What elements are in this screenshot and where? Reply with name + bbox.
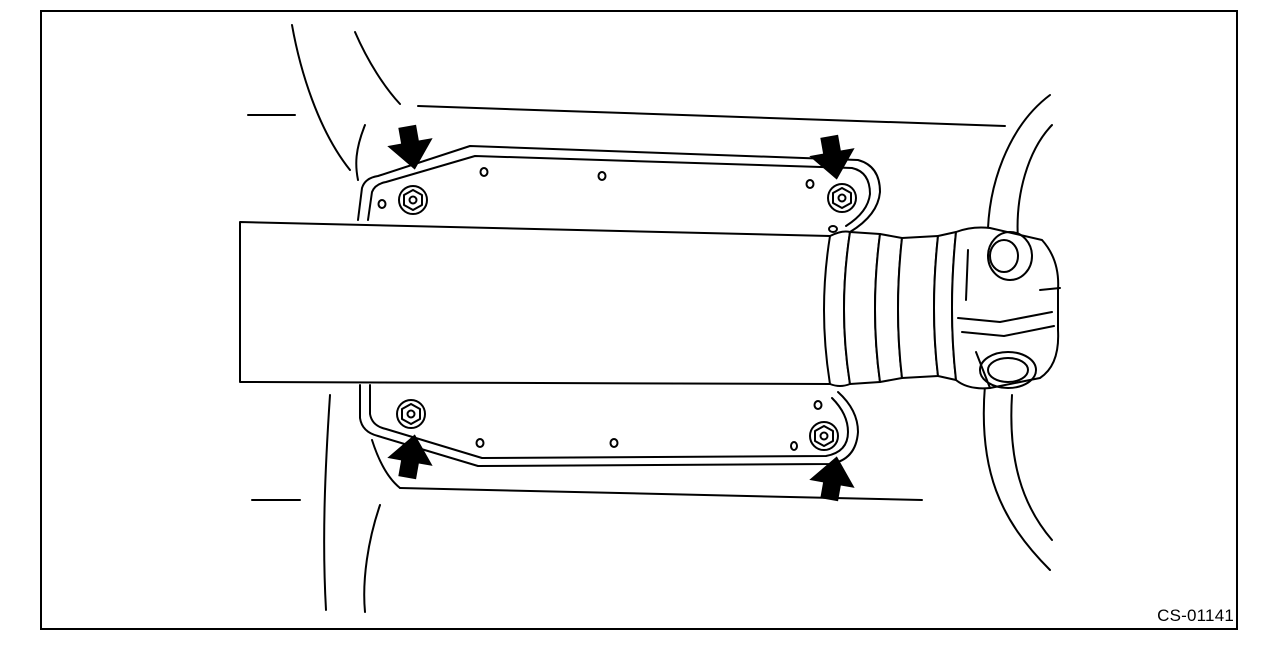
figure-code-label: CS-01141 <box>1157 606 1234 625</box>
arrow-upper-right <box>809 134 855 180</box>
propeller-shaft-tube <box>239 221 851 387</box>
nut-upper-right <box>827 183 857 213</box>
bracket-nuts <box>396 183 857 451</box>
body-outline-lines <box>247 24 1053 613</box>
universal-joint-yoke <box>957 231 1061 389</box>
center-bearing-bracket <box>357 145 881 467</box>
arrow-lower-left <box>387 434 433 480</box>
arrow-markers <box>387 124 855 502</box>
arrow-lower-right <box>809 456 855 502</box>
center-bearing-collar <box>843 226 1060 390</box>
nut-upper-left <box>398 185 428 215</box>
arrow-upper-left <box>387 124 433 170</box>
nut-lower-left <box>396 399 426 429</box>
nut-lower-right <box>809 421 839 451</box>
